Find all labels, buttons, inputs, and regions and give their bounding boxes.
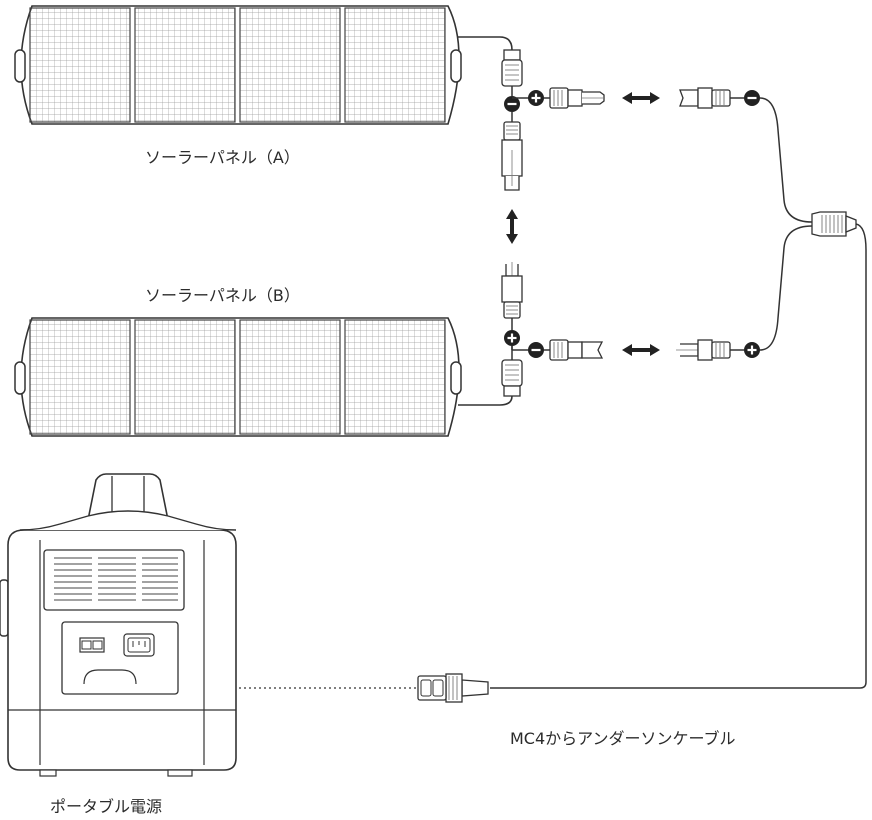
- row-a-mc4-male-connector: [549, 87, 605, 109]
- solar-panel-a: [14, 5, 513, 125]
- row-a-mc4-female-connector: [679, 87, 731, 109]
- panel-a-mc4-connector-bottom: [501, 112, 523, 191]
- row-a-plus-badge: [528, 90, 544, 106]
- panel-a-minus-badge: [504, 96, 520, 112]
- row-a-horizontal-double-arrow-icon: [622, 92, 660, 104]
- portable-power-station: [0, 473, 237, 777]
- row-b-horizontal-double-arrow-icon: [622, 344, 660, 356]
- cable-label: MC4からアンダーソンケーブル: [510, 729, 736, 748]
- vertical-double-arrow-icon: [506, 209, 518, 244]
- row-b-mc4-connector-right: [676, 339, 731, 361]
- panel-a-label: ソーラーパネル（A）: [145, 148, 300, 167]
- solar-panel-b: [14, 317, 513, 437]
- panel-b-mc4-connector-top: [501, 262, 523, 330]
- row-b-plus-badge: [744, 342, 760, 358]
- panel-a-mc4-connector-top: [501, 49, 523, 96]
- row-a-minus-badge: [744, 90, 760, 106]
- panel-b-mc4-connector-bottom: [501, 346, 523, 397]
- row-b-minus-badge: [528, 342, 544, 358]
- anderson-connector: [417, 673, 489, 703]
- power-station-label: ポータブル電源: [50, 797, 162, 816]
- panel-b-plus-badge: [504, 330, 520, 346]
- panel-b-label: ソーラーパネル（B）: [145, 286, 300, 305]
- dotted-connection-line: [91, 650, 418, 689]
- merged-cable-plug: [490, 97, 867, 689]
- row-b-mc4-connector-left: [549, 339, 604, 361]
